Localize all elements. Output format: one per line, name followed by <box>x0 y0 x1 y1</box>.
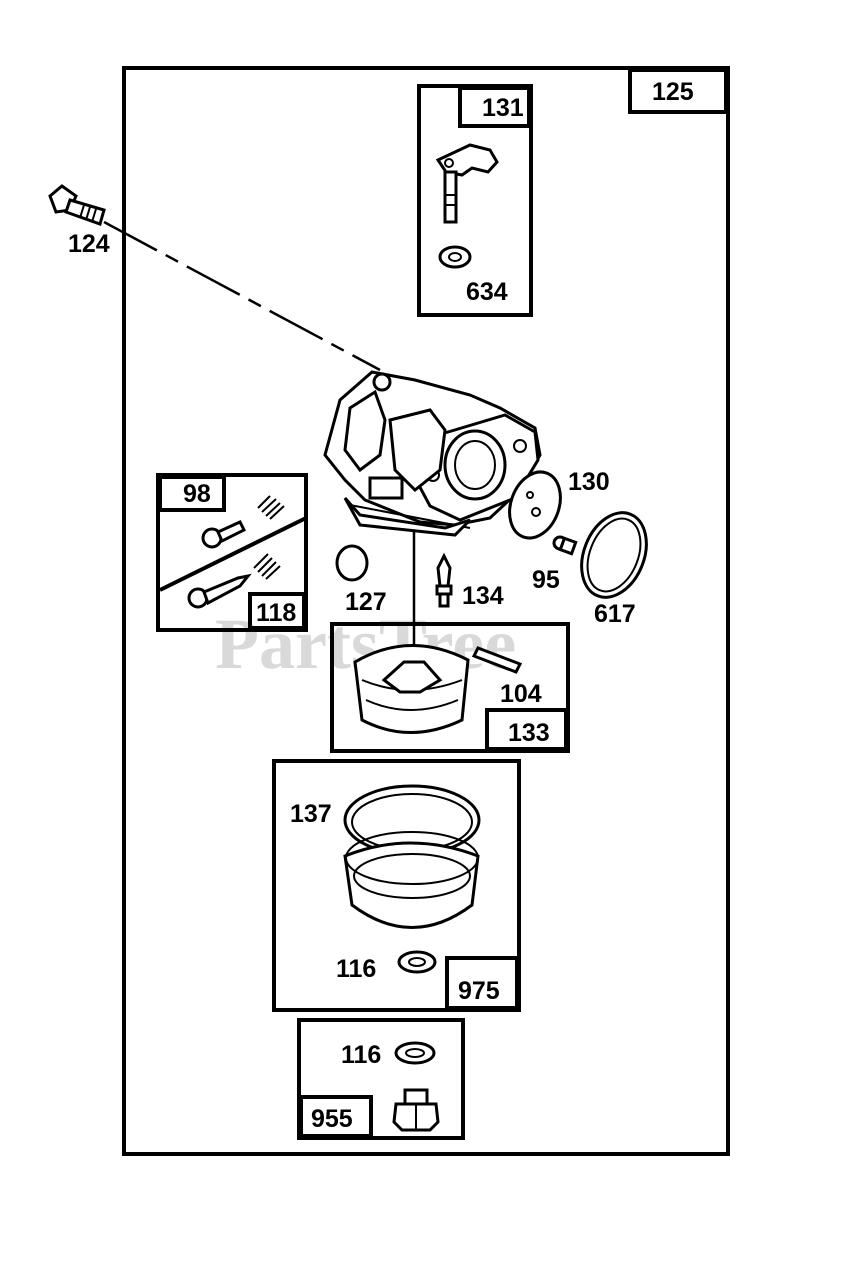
hinge-pin-104-part <box>471 646 523 674</box>
bolt-124-part <box>48 184 106 226</box>
gasket-130-part <box>508 470 562 540</box>
kit-box-98-118 <box>156 473 308 632</box>
part-label-116-nut: 116 <box>341 1041 381 1069</box>
assembly-frame <box>122 66 730 1156</box>
seal-634-part <box>438 245 472 269</box>
bolt-leader-line <box>103 220 381 372</box>
label-box-98 <box>158 475 226 512</box>
part-label-130: 130 <box>568 468 610 496</box>
screw-95-part <box>552 535 578 556</box>
part-label-104: 104 <box>500 680 542 708</box>
bowl-nut-955-part <box>392 1088 440 1132</box>
label-box-118 <box>248 592 306 630</box>
o-ring-617-part <box>580 511 648 599</box>
label-box-975 <box>445 956 519 1010</box>
part-label-124: 124 <box>68 230 110 258</box>
mixture-needle-part <box>187 573 252 609</box>
needle-spring-part <box>253 553 281 580</box>
carburetor-body-part <box>323 370 542 537</box>
kit-box-975 <box>272 759 521 1012</box>
part-label-617: 617 <box>594 600 636 628</box>
part-label-134: 134 <box>462 582 504 610</box>
throttle-shaft-part <box>435 143 499 224</box>
label-box-125 <box>628 68 728 114</box>
idle-spring-part <box>257 495 285 520</box>
part-label-137: 137 <box>290 800 332 828</box>
part-label-975: 975 <box>458 977 500 1005</box>
welch-plug-127-part <box>335 544 369 582</box>
kit-box-133 <box>330 622 570 753</box>
inlet-needle-134-part <box>435 552 453 608</box>
part-label-95: 95 <box>532 566 560 594</box>
part-label-634: 634 <box>466 278 508 306</box>
part-label-125: 125 <box>652 78 694 106</box>
part-label-98: 98 <box>183 480 211 508</box>
idle-screw-part <box>201 520 247 549</box>
part-label-133: 133 <box>508 719 550 747</box>
part-label-955: 955 <box>311 1105 353 1133</box>
float-part <box>353 644 470 734</box>
label-box-131 <box>458 86 531 128</box>
float-bowl-part <box>343 831 480 929</box>
part-label-116-bowl: 116 <box>336 955 376 983</box>
part-label-118: 118 <box>256 599 296 627</box>
kit-box-955 <box>297 1018 465 1140</box>
label-box-133 <box>485 708 568 751</box>
kit-divider <box>159 516 307 592</box>
part-label-127: 127 <box>345 588 387 616</box>
washer-116-nut-part <box>394 1041 436 1065</box>
label-box-955 <box>299 1095 373 1138</box>
part-label-131: 131 <box>482 94 524 122</box>
washer-116-bowl-part <box>397 950 437 974</box>
